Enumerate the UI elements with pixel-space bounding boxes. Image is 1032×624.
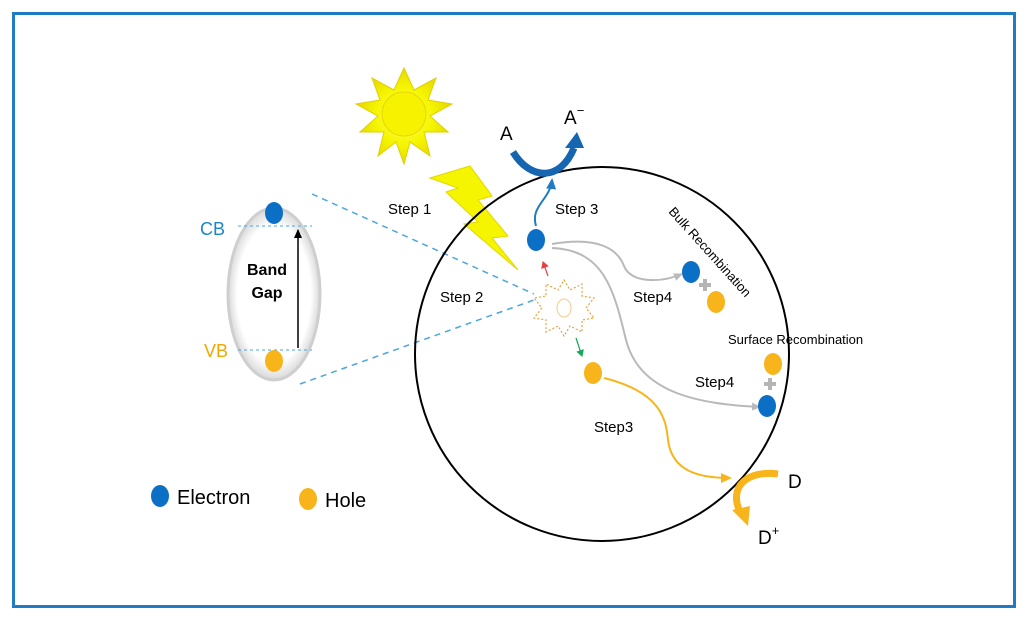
surface-electron — [758, 395, 776, 417]
legend: Electron Hole — [151, 485, 366, 512]
band-gap-label-line2: Gap — [251, 285, 282, 302]
bulk-electron — [682, 261, 700, 283]
donor-oxidized-label: D+ — [758, 523, 779, 549]
acceptor-reduced-label: A− — [564, 103, 584, 129]
bulk-hole — [707, 291, 725, 313]
cb-label: CB — [200, 219, 225, 239]
legend-electron-icon — [151, 485, 169, 507]
acceptor-reaction-arrow — [510, 146, 578, 177]
bulk-recombination-arrow — [551, 240, 683, 282]
donor-reaction-arrowhead — [732, 506, 750, 526]
step1-label: Step 1 — [388, 201, 431, 218]
diagram-frame — [12, 12, 1016, 608]
semiconductor-particle — [414, 166, 790, 542]
sun-icon — [354, 66, 454, 166]
exciton-burst-icon — [532, 278, 596, 338]
step2-label: Step 2 — [440, 289, 483, 306]
hole-generated — [584, 362, 602, 384]
plus-icon — [699, 279, 711, 291]
electron-excited — [527, 229, 545, 251]
red-excitation-arrow — [541, 261, 549, 277]
legend-hole-label: Hole — [325, 490, 366, 512]
zoom-line-top — [311, 193, 535, 295]
legend-hole-icon — [299, 488, 317, 510]
hole-transfer-arrow — [603, 377, 732, 483]
band-gap-label-line1: Band — [247, 262, 287, 279]
step3-electron-label: Step 3 — [555, 201, 598, 218]
zoom-line-bottom — [299, 299, 535, 385]
band-hole — [265, 350, 283, 372]
surface-recombination-label: Surface Recombination — [728, 332, 863, 347]
green-excitation-arrow — [575, 337, 584, 357]
vb-label: VB — [204, 341, 228, 361]
surface-recombination-arrow — [551, 247, 761, 411]
plus-icon — [764, 378, 776, 390]
electron-transfer-arrow — [533, 178, 557, 227]
donor-reaction-arrow — [732, 469, 779, 514]
donor-label: D — [788, 472, 802, 493]
step3-hole-label: Step3 — [594, 419, 633, 436]
surface-hole — [764, 353, 782, 375]
acceptor-reaction-arrowhead — [565, 132, 584, 148]
step4-surface-label: Step4 — [695, 374, 734, 391]
legend-electron-label: Electron — [177, 487, 250, 509]
band-electron — [265, 202, 283, 224]
step4-bulk-label: Step4 — [633, 289, 672, 306]
acceptor-label: A — [500, 124, 513, 145]
